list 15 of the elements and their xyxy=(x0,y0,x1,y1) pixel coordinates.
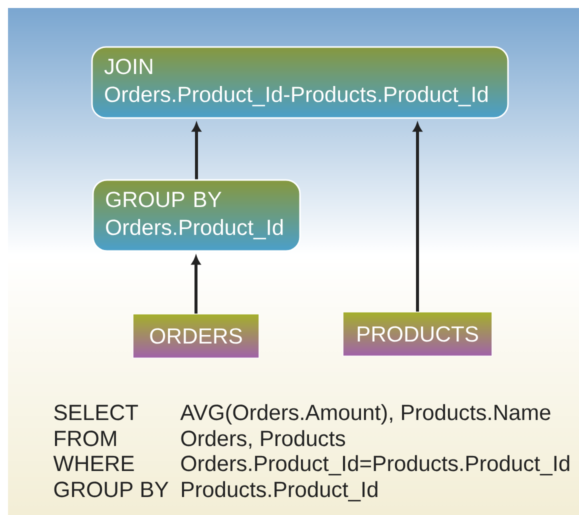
query-text: SELECT xyxy=(54,404,138,420)
query-text: Orders.Product_Id=Products.Product_Id xyxy=(181,455,570,476)
query-text: AVG(Orders.Amount), Products.Name xyxy=(180,404,550,425)
query-text: Orders, Products xyxy=(181,430,346,449)
operator-box: GROUP BY Orders.Product_Id xyxy=(92,179,301,252)
table-box: ORDERS xyxy=(132,314,260,358)
table-box: PRODUCTS xyxy=(342,312,492,356)
operator-box: JOIN Orders.Product_Id-Products.Product_Id xyxy=(91,46,509,119)
arrow xyxy=(413,123,422,312)
arrow xyxy=(192,123,201,180)
query-text: GROUP BY xyxy=(54,482,168,498)
query-text: WHERE xyxy=(53,456,134,471)
query-text: FROM xyxy=(55,430,116,446)
query-text: Products.Product_Id xyxy=(182,481,378,502)
arrow xyxy=(192,256,200,314)
